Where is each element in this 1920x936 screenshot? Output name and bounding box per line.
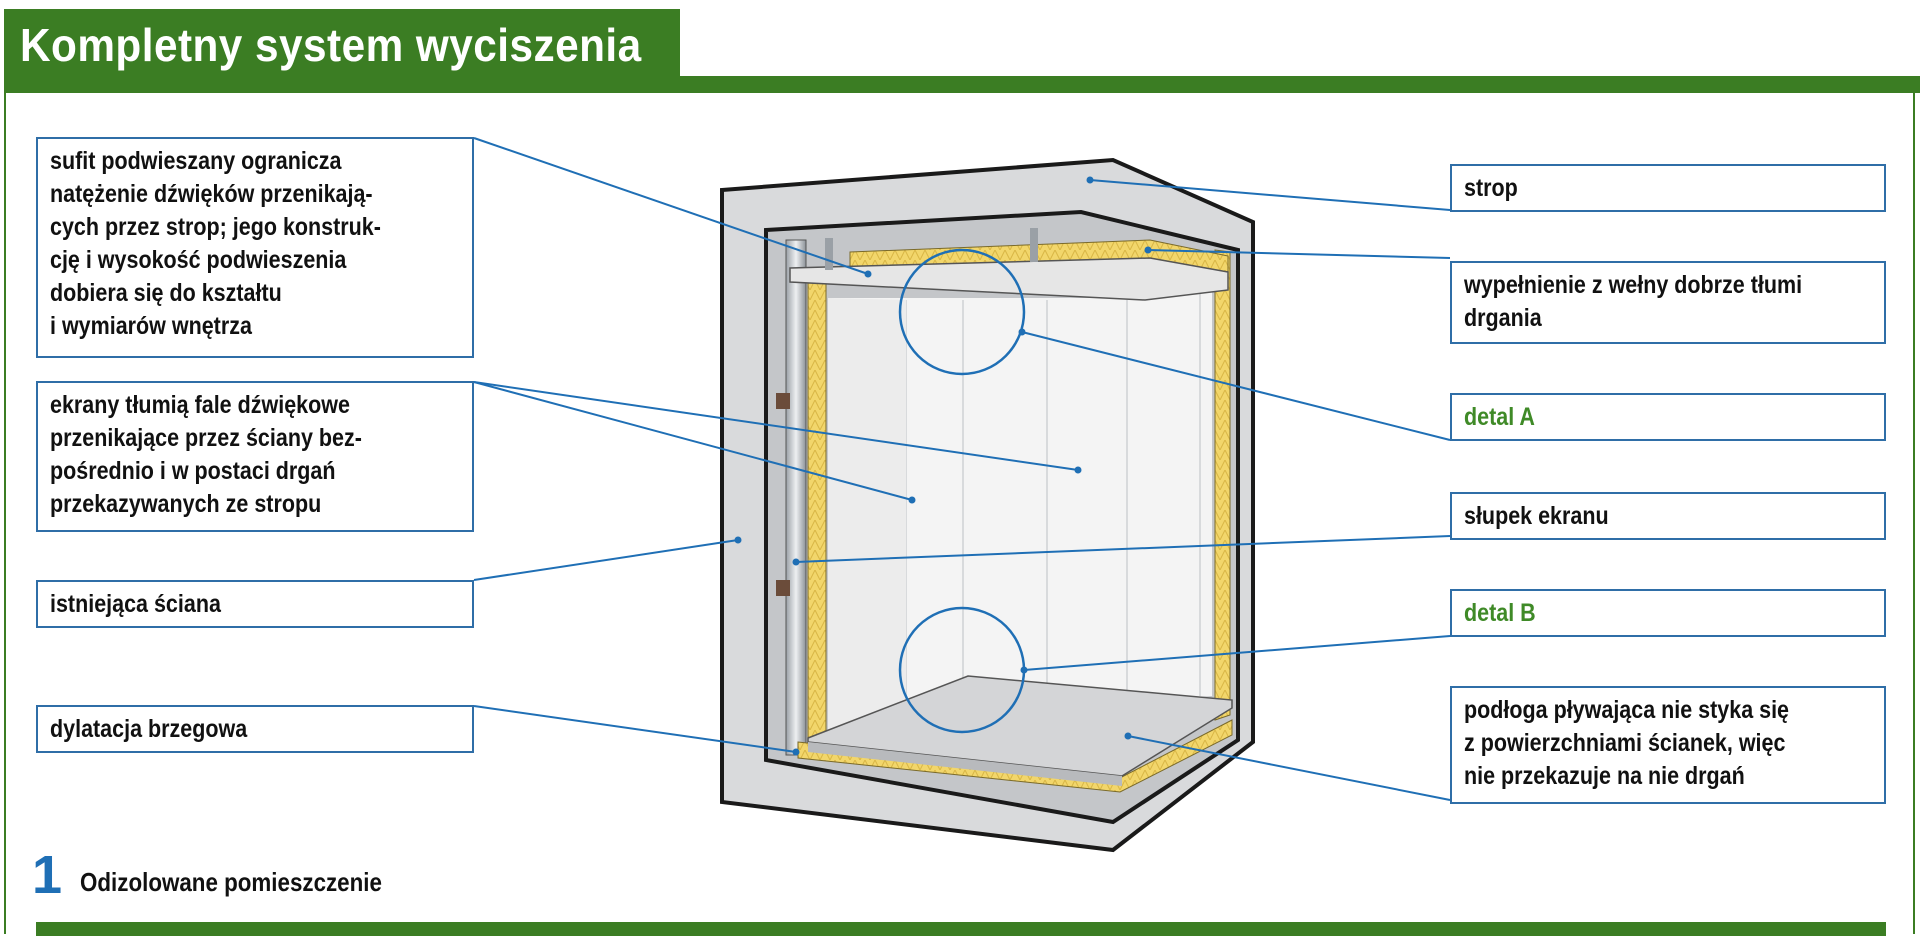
footer-rule [36, 922, 1886, 936]
left-post [785, 239, 807, 756]
label-detal-a: detal A [1450, 393, 1886, 441]
label-dylatacja: dylatacja brzegowa [36, 705, 474, 753]
label-detal-b: detal B [1450, 589, 1886, 637]
caption-text: Odizolowane pomieszczenie [80, 867, 382, 897]
left-wool [807, 279, 827, 755]
leader-dots [734, 176, 1152, 756]
page-title: Kompletny system wyciszenia [20, 19, 642, 71]
left-screen [828, 298, 906, 758]
label-sufit: sufit podwieszany ogranicza natężenie dź… [36, 137, 474, 358]
right-wool [1214, 249, 1231, 721]
label-ekrany: ekrany tłumią fale dźwiękowe przenikając… [36, 381, 474, 532]
caption-number: 1 [32, 845, 63, 905]
label-istniejaca-sciana: istniejąca ściana [36, 580, 474, 628]
header-rule [4, 76, 1920, 93]
suspended-ceiling [789, 257, 1229, 301]
label-podloga: podłoga pływająca nie styka się z powier… [1450, 686, 1886, 804]
floor-slab-edge [808, 742, 1122, 786]
label-welna: wypełnienie z wełny dobrze tłumi drgania [1450, 261, 1886, 344]
bracket-1 [776, 393, 790, 409]
detail-a-circle [898, 248, 1026, 376]
figure-frame [4, 76, 1915, 934]
back-screen [828, 268, 1212, 700]
ceiling-hanger-2 [1030, 228, 1038, 262]
label-strop: strop [1450, 164, 1886, 212]
ceiling-hanger-1 [825, 238, 833, 270]
leader-lines [473, 137, 1451, 801]
label-slupek: słupek ekranu [1450, 492, 1886, 540]
bracket-2 [776, 580, 790, 596]
